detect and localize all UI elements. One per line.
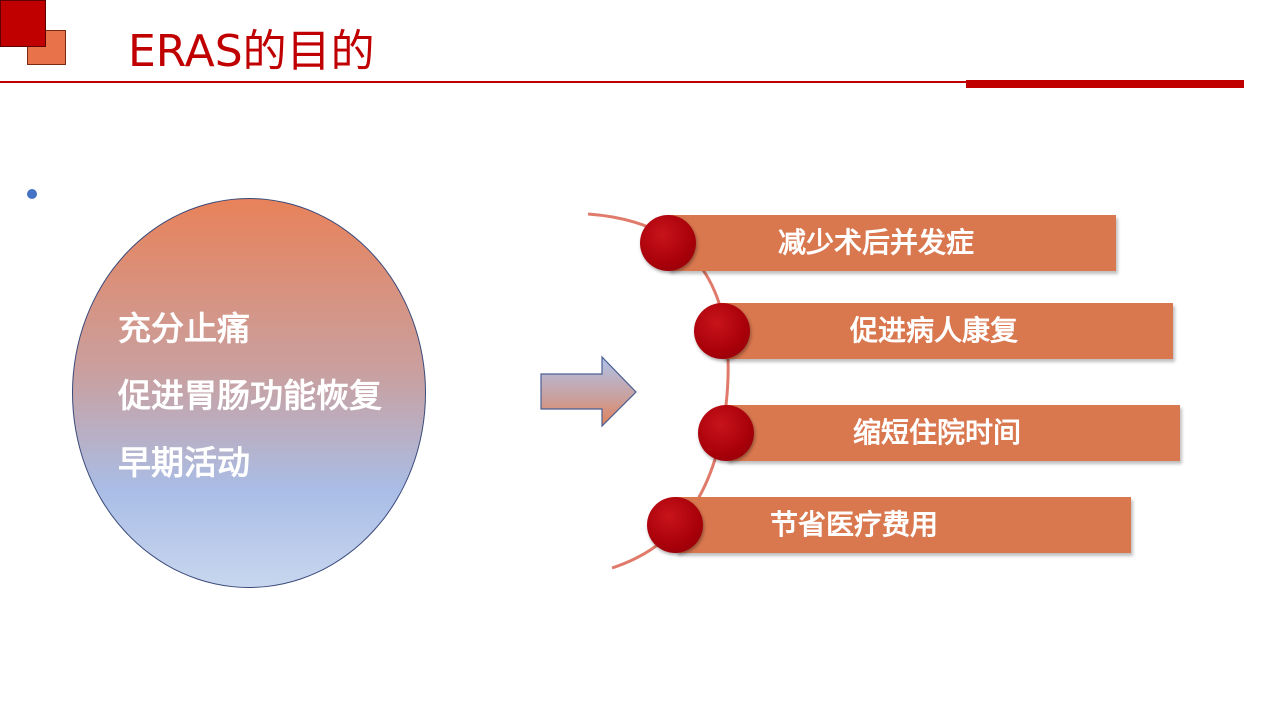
- corner-square-red: [0, 0, 46, 47]
- outcome-label: 缩短住院时间: [853, 416, 1022, 449]
- outcome-dot-3: [698, 405, 754, 461]
- left-item-early-activity: 早期活动: [118, 443, 250, 482]
- outcome-dot-4: [647, 497, 703, 553]
- left-item-pain-relief: 充分止痛: [118, 309, 250, 348]
- bullet-dot-icon: [27, 189, 37, 199]
- outcome-label: 减少术后并发症: [778, 226, 975, 259]
- outcome-label: 促进病人康复: [850, 314, 1019, 347]
- left-item-gi-recovery: 促进胃肠功能恢复: [118, 376, 382, 415]
- slide-title: ERAS的目的: [128, 26, 375, 77]
- outcome-label: 节省医疗费用: [770, 508, 939, 541]
- outcome-dot-2: [694, 303, 750, 359]
- outcome-bar-complications: 减少术后并发症: [668, 215, 1116, 271]
- title-underline-accent: [966, 80, 1244, 88]
- outcome-dot-1: [640, 215, 696, 271]
- left-oval: [72, 198, 426, 588]
- right-arrow-icon: [540, 355, 637, 428]
- outcome-bar-hospital-stay: 缩短住院时间: [726, 405, 1180, 461]
- title-underline: [0, 81, 1244, 83]
- outcome-bar-recovery: 促进病人康复: [722, 303, 1173, 359]
- outcome-bar-cost: 节省医疗费用: [676, 497, 1131, 553]
